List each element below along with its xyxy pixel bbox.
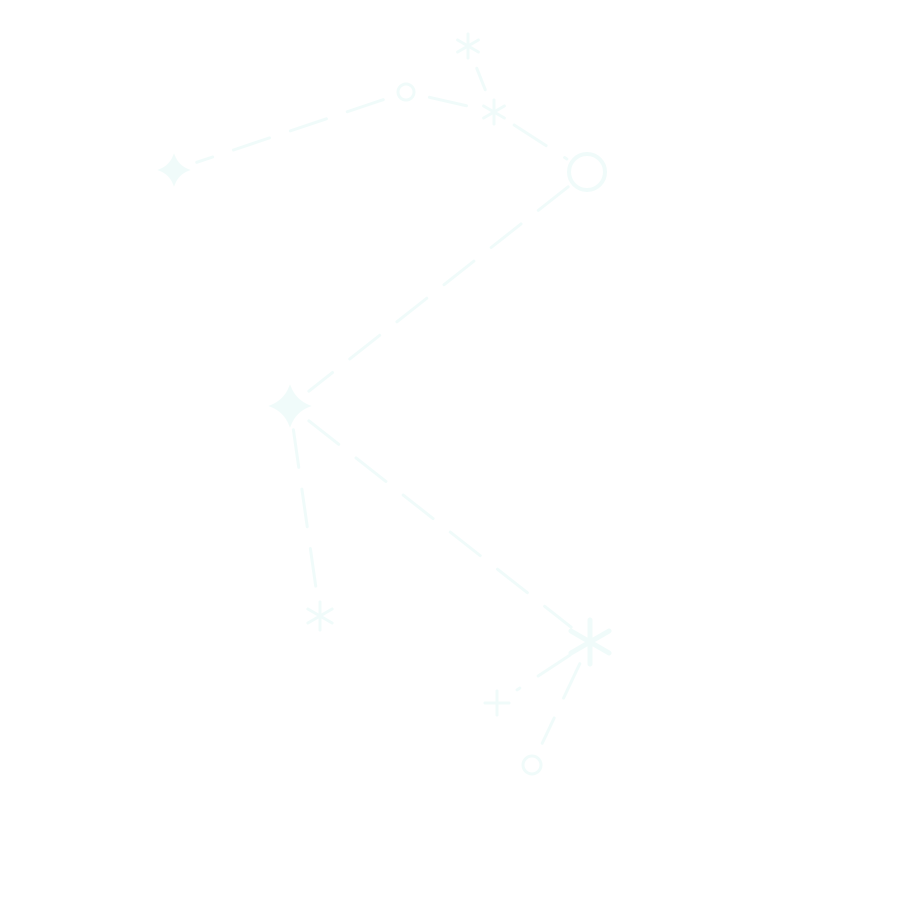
asterisk-star-s8-icon: [568, 617, 612, 667]
constellation-line-s5-s6: [307, 185, 570, 393]
asterisk-star-s7-icon: [306, 600, 334, 632]
constellation-line-s2-s3: [427, 95, 473, 109]
four-point-sparkle-s4-icon: [157, 153, 191, 187]
constellation-line-s6-s8: [307, 419, 573, 629]
constellation-line-s6-s7: [291, 428, 319, 594]
constellation-line-s1-s3: [475, 66, 487, 92]
cross-star-s9-icon: [483, 689, 511, 717]
constellation-line-s3-s5: [512, 123, 569, 161]
constellation-line-s8-s10: [540, 662, 582, 745]
constellation-line-s2-s4: [195, 98, 385, 164]
asterisk-star-s1-icon: [456, 32, 480, 60]
small-ring-star-s10-icon: [521, 754, 543, 776]
small-ring-star-s2-icon: [396, 82, 416, 102]
ring-star-s5-icon: [567, 152, 607, 192]
constellation-lines: [195, 66, 582, 745]
asterisk-star-s3-icon: [482, 98, 506, 126]
constellation-line-s8-s9: [515, 653, 572, 692]
four-point-sparkle-s6-icon: [268, 384, 312, 428]
constellation-stars: [157, 32, 612, 776]
